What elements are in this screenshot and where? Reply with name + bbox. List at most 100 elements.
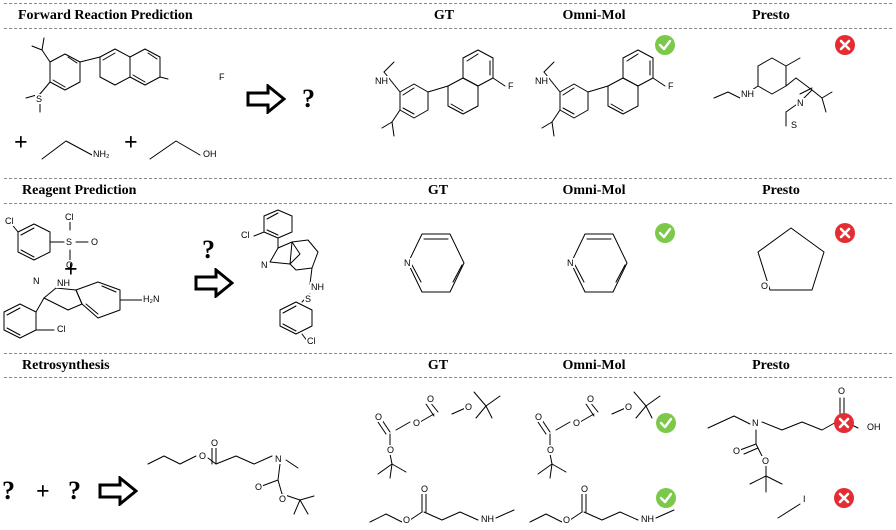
atom-label: N xyxy=(32,276,41,286)
atom-label: O xyxy=(420,484,430,494)
atom-label: S xyxy=(35,94,44,104)
gt-molecule-forward: F NH xyxy=(370,32,520,150)
header-separator xyxy=(4,377,892,378)
atom-label: N xyxy=(403,258,412,268)
section-separator xyxy=(4,178,892,179)
col-presto: Presto xyxy=(762,183,800,198)
atom-label: H₂N xyxy=(142,294,161,304)
atom-label: O xyxy=(426,394,436,404)
atom-label: N xyxy=(260,260,269,270)
plus-sign: + xyxy=(14,130,28,156)
x-circle-icon xyxy=(835,223,855,243)
col-omni: Omni-Mol xyxy=(562,358,626,373)
atom-label: F xyxy=(667,81,675,91)
check-circle-icon xyxy=(655,35,675,55)
presto-molecule-forward: NH N S xyxy=(700,32,860,150)
atom-label: O xyxy=(534,412,544,422)
gt-molecule-boc-anhydride: O O O O O xyxy=(368,382,518,482)
reactant-molecule-sulfonyl-chloride: Cl S O Cl O xyxy=(4,210,134,272)
atom-label: NH₂ xyxy=(92,149,111,159)
atom-label: O xyxy=(732,446,742,456)
hollow-right-arrow-icon xyxy=(246,84,286,114)
atom-label: O xyxy=(210,438,220,448)
atom-label: O xyxy=(580,484,590,494)
atom-label: NH xyxy=(534,76,549,86)
col-presto: Presto xyxy=(752,8,790,23)
atom-label: S xyxy=(65,237,74,247)
col-omni: Omni-Mol xyxy=(562,183,626,198)
atom-label: O xyxy=(624,402,634,412)
x-circle-icon xyxy=(835,35,855,55)
question-mark: ? xyxy=(68,476,81,505)
atom-label: I xyxy=(802,494,807,504)
gt-molecule-pyridine: N xyxy=(402,232,472,294)
atom-label: O xyxy=(586,394,596,404)
atom-label: N xyxy=(274,454,283,464)
section-separator xyxy=(4,353,892,354)
atom-label: Cl xyxy=(56,324,67,334)
atom-label: OH xyxy=(866,422,882,432)
check-circle-icon xyxy=(655,223,675,243)
atom-label: NH xyxy=(56,278,71,288)
atom-label: O xyxy=(65,260,75,270)
section-title-retro: Retrosynthesis xyxy=(22,358,110,373)
question-mark: ? xyxy=(302,84,315,113)
atom-label: Cl xyxy=(240,230,251,240)
plus-sign: + xyxy=(64,257,78,283)
omni-molecule-forward: F NH xyxy=(530,32,680,150)
col-gt: GT xyxy=(433,8,455,23)
atom-label: O xyxy=(572,418,582,428)
atom-label: O xyxy=(386,445,396,455)
product-molecule-sulfonamide: Cl N NH S Cl xyxy=(236,206,336,346)
header-separator xyxy=(4,203,892,204)
atom-label: O xyxy=(837,386,847,396)
atom-label: S xyxy=(304,294,313,304)
check-circle-icon xyxy=(656,413,676,433)
gt-molecule-amino-ester: O O NH xyxy=(368,484,523,526)
top-border xyxy=(4,3,892,4)
atom-label: O xyxy=(760,281,770,291)
presto-molecule-carbamate-acid: N O OH O O xyxy=(706,384,892,496)
atom-label: NH xyxy=(374,76,389,86)
atom-label: OH xyxy=(202,149,218,159)
col-gt: GT xyxy=(427,358,449,373)
atom-label: O xyxy=(90,237,100,247)
x-circle-icon xyxy=(834,413,854,433)
atom-label: NH xyxy=(640,514,655,524)
atom-label: O xyxy=(562,515,572,525)
atom-label: N xyxy=(751,418,760,428)
atom-label: F xyxy=(218,72,226,82)
check-circle-icon xyxy=(656,488,676,508)
x-circle-icon xyxy=(834,488,854,508)
atom-label: O xyxy=(278,494,288,504)
atom-label: Cl xyxy=(64,212,75,222)
omni-molecule-pyridine: N xyxy=(565,232,635,294)
omni-molecule-amino-ester: O O NH xyxy=(528,484,683,526)
reactant-molecule-ethylamine: NH₂ xyxy=(40,135,111,163)
section-title-reagent: Reagent Prediction xyxy=(22,183,137,198)
plus-sign: + xyxy=(124,130,138,156)
question-mark: ? xyxy=(2,476,15,505)
presto-molecule-thf: O xyxy=(754,226,828,296)
reactant-molecule-indazole-amine: N NH H₂N Cl xyxy=(2,272,174,342)
atom-label: NH xyxy=(740,89,755,99)
col-presto: Presto xyxy=(752,358,790,373)
atom-label: O xyxy=(374,412,384,422)
section-title-forward: Forward Reaction Prediction xyxy=(18,8,193,23)
atom-label: Cl xyxy=(306,336,317,346)
hollow-right-arrow-icon xyxy=(98,476,138,506)
atom-label: NH xyxy=(480,514,495,524)
col-gt: GT xyxy=(427,183,449,198)
atom-label: O xyxy=(412,418,422,428)
atom-label: NH xyxy=(310,282,325,292)
atom-label: O xyxy=(761,456,771,466)
atom-label: N xyxy=(566,258,575,268)
atom-label: O xyxy=(402,515,412,525)
atom-label: O xyxy=(198,451,208,461)
reactant-molecule-pyrimidine: F S xyxy=(10,32,235,132)
atom-label: N xyxy=(796,98,805,108)
atom-label: S xyxy=(790,120,799,130)
hollow-right-arrow-icon xyxy=(194,268,234,298)
question-mark: ? xyxy=(202,235,215,264)
atom-label: F xyxy=(507,81,515,91)
